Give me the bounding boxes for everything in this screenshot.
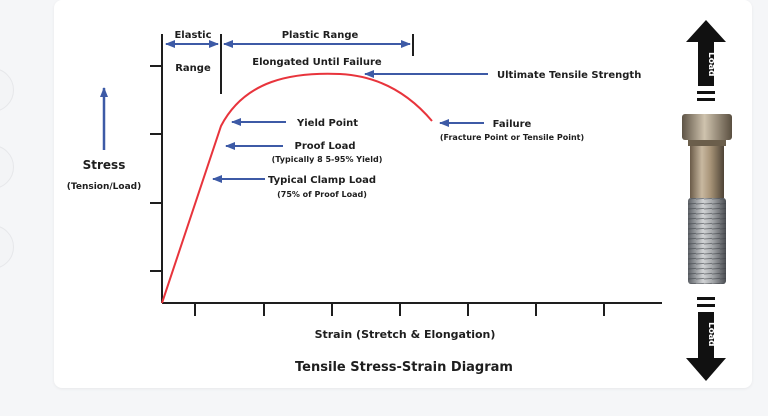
diagram-title: Tensile Stress-Strain Diagram (295, 360, 513, 375)
failure-sublabel: (Fracture Point or Tensile Point) (440, 133, 584, 142)
load-bar-icon (697, 297, 715, 300)
load-bar-icon (697, 98, 715, 101)
load-arrow-down-icon (686, 312, 726, 381)
failure-label: Failure (493, 119, 532, 130)
proof-load-sublabel: (Typically 8 5-95% Yield) (272, 155, 383, 164)
load-bottom-label: Load (706, 322, 716, 346)
y-axis-subtitle: (Tension/Load) (67, 182, 141, 192)
plastic-range-label: Plastic Range (282, 30, 359, 41)
load-bar-icon (697, 304, 715, 307)
load-arrow-up-icon (686, 20, 726, 86)
yield-label: Yield Point (296, 118, 358, 129)
clamp-load-sublabel: (75% of Proof Load) (277, 190, 367, 199)
proof-load-label: Proof Load (295, 141, 356, 152)
range-label: Range (175, 63, 211, 74)
load-top-label: Load (706, 52, 716, 76)
x-axis-title: Strain (Stretch & Elongation) (315, 328, 496, 341)
elastic-label: Elastic (174, 30, 211, 41)
y-axis-title: Stress (83, 158, 126, 172)
diagram-card (54, 0, 752, 388)
clamp-load-label: Typical Clamp Load (268, 175, 376, 186)
x-axis-ticks (194, 303, 605, 316)
bolt-thread-lines (688, 198, 726, 284)
bolt-illustration: Load Load (682, 20, 732, 381)
load-bar-icon (697, 91, 715, 94)
bolt-washer-face (688, 140, 726, 146)
bolt-head (682, 114, 732, 140)
left-sidebar-strip (0, 0, 56, 416)
y-axis-ticks (150, 65, 162, 272)
elongated-label: Elongated Until Failure (252, 57, 382, 68)
uts-label: Ultimate Tensile Strength (497, 70, 641, 81)
bolt-shank (690, 146, 724, 198)
stress-strain-curve (161, 72, 433, 304)
